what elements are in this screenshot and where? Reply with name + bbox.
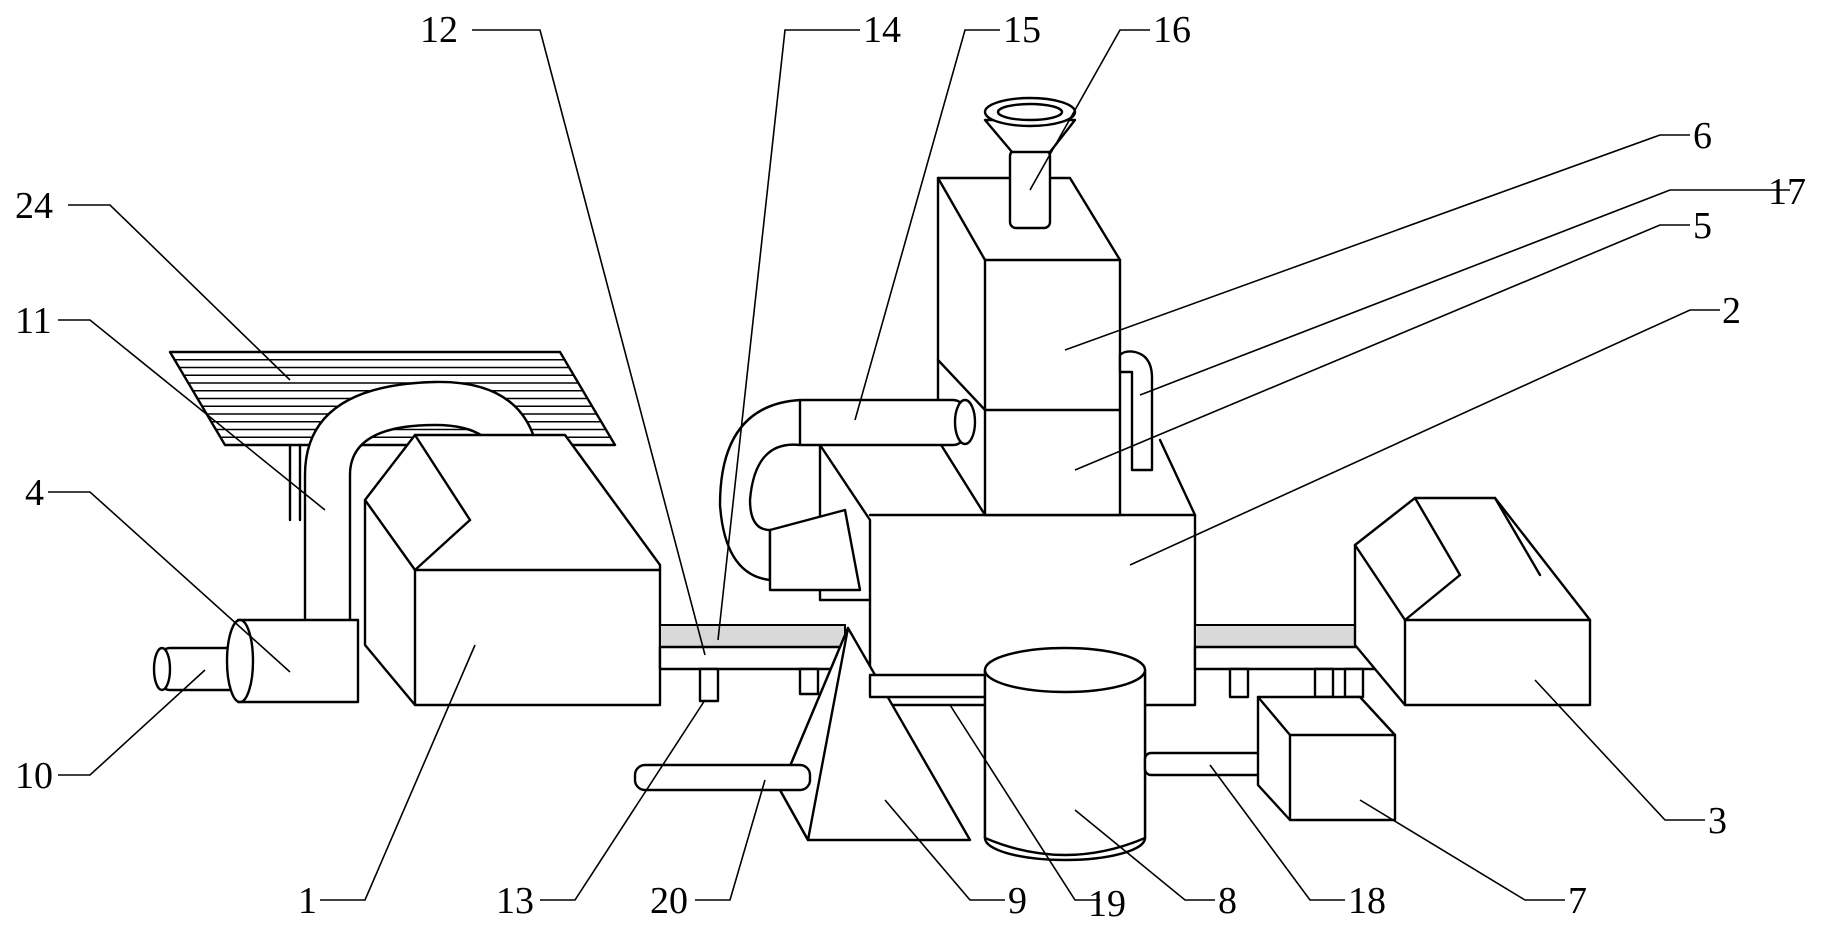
box-1 (363, 433, 662, 707)
label-1: 1 (298, 880, 317, 922)
label-15: 15 (1003, 9, 1041, 51)
label-14: 14 (863, 9, 901, 51)
label-18: 18 (1348, 880, 1386, 922)
label-2: 2 (1722, 290, 1741, 332)
box-7 (1256, 695, 1397, 822)
box-3 (1353, 496, 1592, 707)
label-13: 13 (496, 880, 534, 922)
triangle-9 (633, 626, 972, 842)
tower (936, 96, 1154, 517)
rod-19 (868, 673, 997, 699)
label-5: 5 (1693, 205, 1712, 247)
label-7: 7 (1568, 880, 1587, 922)
label-17: 17 (1768, 171, 1806, 213)
label-16: 16 (1153, 9, 1191, 51)
label-19: 19 (1088, 883, 1126, 925)
inlet-housing (152, 618, 360, 704)
leader-lines (48, 29, 1790, 901)
drum-8 (983, 646, 1277, 862)
label-3: 3 (1708, 800, 1727, 842)
label-6: 6 (1693, 115, 1712, 157)
part-labels: 12 14 15 16 6 17 5 2 24 11 4 10 1 13 20 … (15, 9, 1806, 925)
conveyor-left (658, 624, 847, 703)
label-12: 12 (420, 9, 458, 51)
label-20: 20 (650, 880, 688, 922)
label-24: 24 (15, 185, 53, 227)
label-8: 8 (1218, 880, 1237, 922)
label-4: 4 (25, 472, 44, 514)
label-9: 9 (1008, 880, 1027, 922)
label-10: 10 (15, 755, 53, 797)
label-11: 11 (15, 300, 52, 342)
